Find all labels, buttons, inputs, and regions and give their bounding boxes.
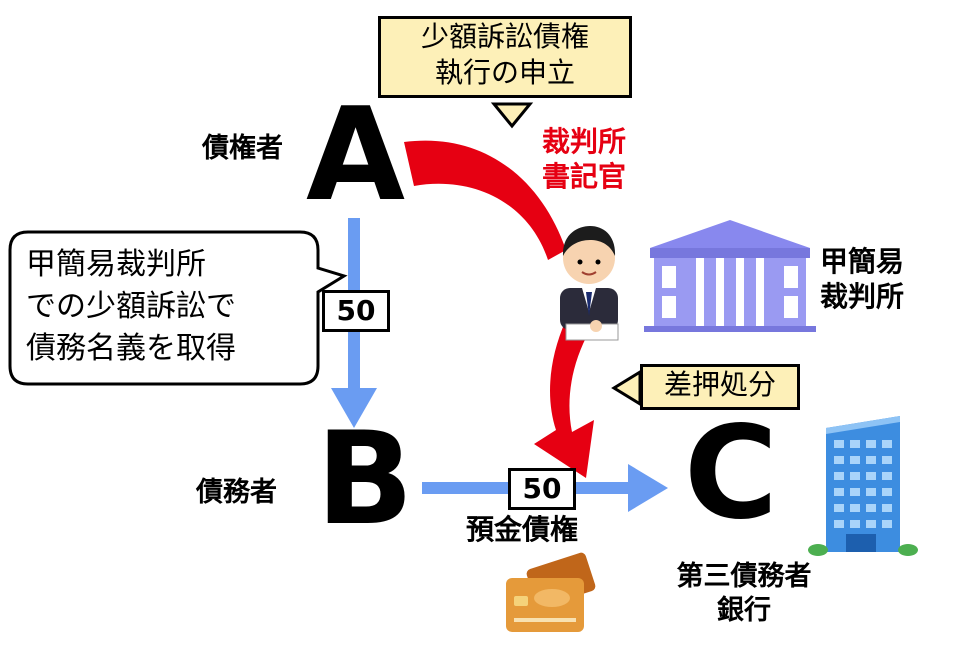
court-label-line2: 裁判所 [820, 280, 905, 313]
speech-bubble-line1: 甲簡易裁判所 [26, 247, 206, 282]
speech-bubble-line3: 債務名義を取得 [26, 331, 236, 366]
petition-callout: 少額訴訟債権 執行の申立 [378, 16, 632, 98]
petition-line2: 執行の申立 [434, 56, 575, 90]
clerk-label: 裁判所 書記官 [542, 124, 626, 194]
party-b-letter: B [316, 405, 414, 554]
party-c-role: 第三債務者 銀行 [664, 560, 824, 628]
credit-card-icon [506, 552, 596, 632]
court-building-icon [644, 220, 816, 332]
deposit-claim-label: 預金債権 [466, 513, 579, 546]
claim-bc-amount: 50 [508, 468, 576, 510]
party-a-role: 債権者 [202, 133, 283, 164]
claim-ab-amount: 50 [322, 290, 390, 332]
clerk-label-line1: 裁判所 [542, 125, 627, 158]
bank-building-icon [808, 416, 918, 556]
court-label-line1: 甲簡易 [820, 245, 905, 278]
petition-pointer [490, 102, 534, 129]
clerk-label-line2: 書記官 [542, 160, 627, 193]
party-a-letter: A [306, 81, 406, 230]
party-b-role: 債務者 [196, 477, 277, 508]
party-c-letter: C [684, 399, 778, 548]
court-label: 甲簡易 裁判所 [820, 244, 904, 314]
speech-bubble-shape [8, 230, 348, 386]
party-c-role-line1: 第三債務者 [676, 561, 812, 592]
seizure-callout: 差押処分 [640, 364, 800, 410]
speech-bubble-text: 甲簡易裁判所 での少額訴訟で 債務名義を取得 [26, 244, 236, 370]
arrow-a-to-clerk [404, 140, 566, 260]
speech-bubble-line2: での少額訴訟で [26, 289, 236, 324]
petition-line1: 少額訴訟債権 [420, 20, 589, 53]
party-c-role-line2: 銀行 [717, 594, 771, 626]
seizure-pointer [611, 369, 642, 407]
clerk-person-icon [560, 226, 619, 341]
arrow-clerk-to-c [534, 320, 594, 478]
